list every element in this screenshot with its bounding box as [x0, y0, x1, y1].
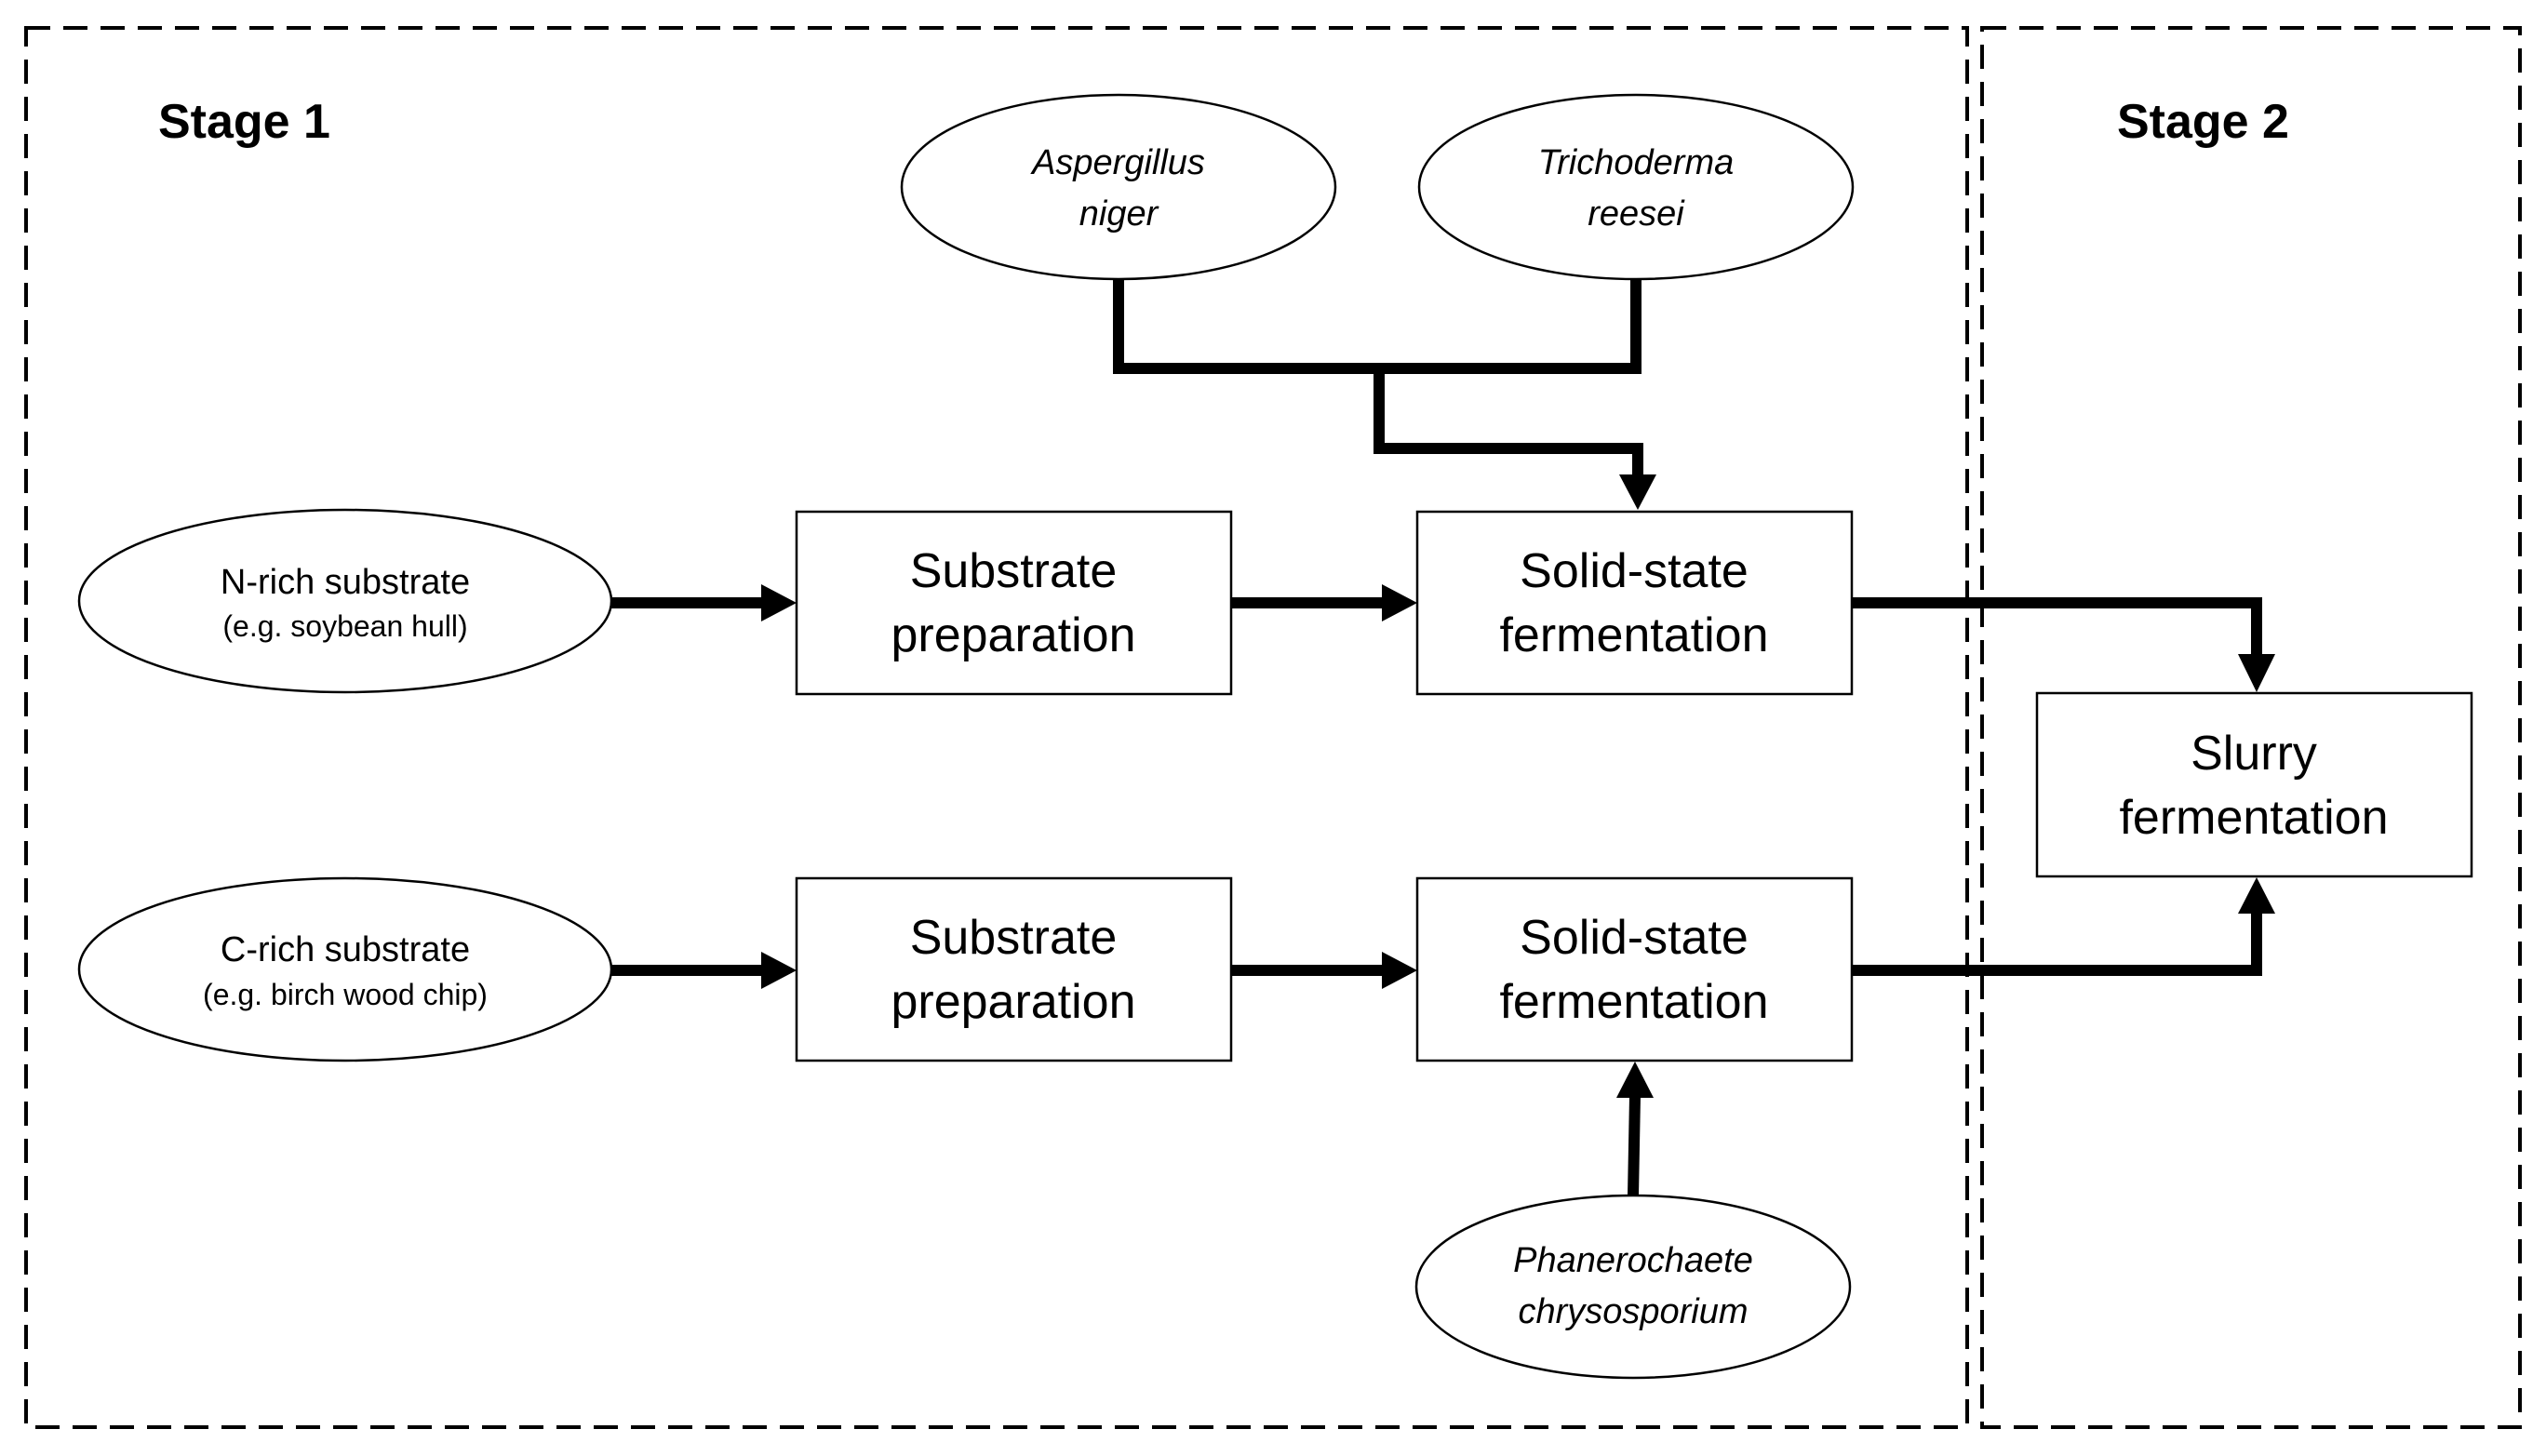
organism-phanerochaete-chrysosporium: Phanerochaete chrysosporium	[1414, 1194, 1852, 1380]
arrowhead-prep-top-to-ssf-top	[1382, 584, 1417, 621]
ssf-bottom-rect	[1415, 876, 1854, 1062]
prep-bottom-line2: preparation	[891, 975, 1135, 1029]
c-rich-ellipse	[77, 876, 613, 1062]
n-rich-name: N-rich substrate	[221, 563, 470, 602]
arrowhead-n-rich-to-prep	[761, 584, 797, 621]
substrate-c-rich: C-rich substrate (e.g. birch wood chip)	[77, 876, 613, 1062]
aspergillus-line1: Aspergillus	[1030, 143, 1205, 182]
arrowhead-prep-bottom-to-ssf-bottom	[1382, 952, 1417, 989]
box-solid-state-fermentation-top: Solid-state fermentation	[1415, 510, 1854, 696]
c-rich-example: (e.g. birch wood chip)	[203, 978, 488, 1011]
ssf-top-line1: Solid-state	[1520, 544, 1749, 598]
stage2-title: Stage 2	[2117, 95, 2289, 149]
prep-bottom-rect	[795, 876, 1233, 1062]
arrowhead-ssf-bottom-to-slurry	[2238, 877, 2275, 914]
organism-aspergillus-niger: Aspergillus niger	[900, 93, 1337, 281]
trichoderma-line2: reesei	[1588, 194, 1685, 234]
connector-ssf-bottom-to-slurry	[1852, 912, 2262, 976]
c-rich-name: C-rich substrate	[221, 930, 470, 969]
phanerochaete-line1: Phanerochaete	[1513, 1241, 1753, 1280]
arrowhead-ssf-top-to-slurry	[2238, 654, 2275, 692]
arrowhead-fungi-to-ssf-top	[1619, 474, 1656, 510]
ssf-top-line2: fermentation	[1499, 608, 1768, 662]
box-solid-state-fermentation-bottom: Solid-state fermentation	[1415, 876, 1854, 1062]
slurry-line2: fermentation	[2119, 791, 2388, 845]
prep-bottom-line1: Substrate	[910, 911, 1118, 965]
aspergillus-ellipse	[900, 93, 1337, 281]
phanerochaete-line2: chrysosporium	[1518, 1292, 1748, 1331]
slurry-line1: Slurry	[2191, 727, 2317, 781]
trichoderma-line1: Trichoderma	[1538, 143, 1734, 182]
connector-trichoderma	[1379, 279, 1642, 374]
stage1-frame	[24, 26, 1969, 1429]
arrowhead-phanerochaete-to-ssf-bottom	[1616, 1062, 1654, 1098]
ssf-bottom-line1: Solid-state	[1520, 911, 1749, 965]
prep-top-rect	[795, 510, 1233, 696]
stage2-frame	[1980, 26, 2522, 1429]
arrowhead-c-rich-to-prep	[761, 952, 797, 989]
box-substrate-preparation-top: Substrate preparation	[795, 510, 1233, 696]
phanerochaete-ellipse	[1414, 1194, 1852, 1380]
box-slurry-fermentation: Slurry fermentation	[2035, 691, 2473, 878]
aspergillus-line2: niger	[1079, 194, 1159, 234]
ssf-bottom-line2: fermentation	[1499, 975, 1768, 1029]
substrate-n-rich: N-rich substrate (e.g. soybean hull)	[77, 508, 613, 694]
organism-trichoderma-reesei: Trichoderma reesei	[1417, 93, 1855, 281]
connector-aspergillus	[1113, 279, 1379, 374]
prep-top-line2: preparation	[891, 608, 1135, 662]
connector-ssf-top-to-slurry	[1852, 597, 2262, 656]
box-substrate-preparation-bottom: Substrate preparation	[795, 876, 1233, 1062]
connector-phanerochaete-to-ssf-bottom	[1628, 1095, 1641, 1196]
prep-top-line1: Substrate	[910, 544, 1118, 598]
slurry-rect	[2035, 691, 2473, 878]
ssf-top-rect	[1415, 510, 1854, 696]
n-rich-example: (e.g. soybean hull)	[222, 609, 467, 643]
n-rich-ellipse	[77, 508, 613, 694]
connector-fungi-to-ssf-top	[1374, 368, 1643, 476]
stage1-title: Stage 1	[158, 95, 330, 149]
trichoderma-ellipse	[1417, 93, 1855, 281]
